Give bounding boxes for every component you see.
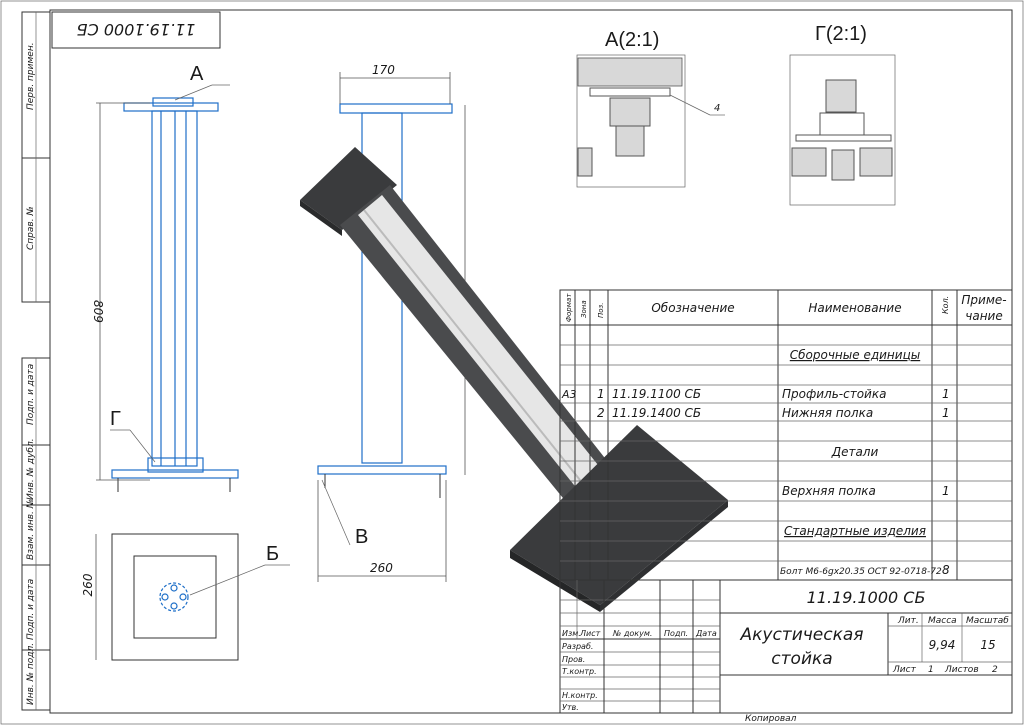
plan-view: 260 Б bbox=[81, 533, 290, 661]
title-line2: стойка bbox=[771, 649, 832, 669]
row1-qty: 1 bbox=[942, 406, 950, 420]
rev-h-1: Лист bbox=[579, 629, 601, 638]
side-view: 170 260 В bbox=[317, 63, 466, 582]
side-label-1: Справ. № bbox=[26, 206, 36, 250]
hdr-note2: чание bbox=[965, 309, 1002, 323]
mass-label: Масса bbox=[928, 616, 957, 626]
lit-label: Лит. bbox=[897, 616, 919, 626]
left-side-strip: Перв. примен. Справ. № Подп. и дата Инв.… bbox=[21, 11, 51, 711]
role-4: Н.контр. bbox=[562, 691, 598, 700]
sheets-label: Листов bbox=[944, 665, 979, 675]
detail-G: Г(2:1) bbox=[789, 23, 896, 206]
rev-h-0: Изм. bbox=[562, 629, 581, 638]
hdr-pos: Поз. bbox=[597, 303, 605, 319]
dim-base-width: 260 bbox=[370, 561, 393, 575]
role-5: Утв. bbox=[562, 703, 579, 712]
copied-label: Копировал bbox=[745, 714, 797, 724]
side-label-5: Подп. и дата bbox=[26, 579, 36, 640]
side-label-2: Подп. и дата bbox=[26, 364, 36, 425]
spec-table: Формат Зона Поз. Обозначение Наименовани… bbox=[559, 289, 1013, 581]
hdr-note1: Приме- bbox=[961, 293, 1006, 307]
front-view: 809 А Г bbox=[91, 63, 239, 492]
side-label-3: Инв. № дубл. bbox=[26, 438, 36, 500]
role-2: Т.контр. bbox=[562, 667, 597, 676]
hdr-zone: Зона bbox=[580, 300, 588, 318]
callout-A: А bbox=[190, 63, 204, 85]
hdr-name: Наименование bbox=[808, 301, 901, 315]
detail-A-pos: 4 bbox=[714, 103, 720, 114]
hdr-qty: Кол. bbox=[941, 296, 950, 314]
rotated-code-box: 11.19.1000 СБ bbox=[51, 11, 221, 49]
row3-name: Болт М6-6gх20.35 ОСТ 92-0718-72 bbox=[780, 567, 942, 577]
row2-name: Верхняя полка bbox=[782, 484, 876, 498]
row0-format: А3 bbox=[561, 388, 577, 401]
row1-pos: 2 bbox=[597, 406, 605, 420]
hdr-format: Формат bbox=[565, 293, 573, 322]
rotated-code: 11.19.1000 СБ bbox=[77, 20, 196, 39]
sheet-num: 1 bbox=[928, 665, 934, 675]
title-line1: Акустическая bbox=[739, 625, 863, 645]
role-0: Разраб. bbox=[562, 642, 593, 651]
row2-qty: 1 bbox=[942, 484, 950, 498]
section-standard: Стандартные изделия bbox=[784, 524, 926, 538]
detail-A: А(2:1) 4 bbox=[576, 29, 725, 188]
detail-G-title: Г(2:1) bbox=[815, 23, 867, 45]
scale-label: Масштаб bbox=[966, 616, 1009, 626]
section-assemblies: Сборочные единицы bbox=[790, 348, 920, 362]
mass-value: 9,94 bbox=[929, 638, 956, 652]
row0-designation: 11.19.1100 СБ bbox=[612, 387, 701, 401]
row0-name: Профиль-стойка bbox=[782, 387, 886, 401]
callout-G: Г bbox=[110, 408, 121, 430]
dim-top-width: 170 bbox=[372, 63, 395, 77]
side-label-0: Перв. примен. bbox=[26, 42, 36, 110]
hdr-designation: Обозначение bbox=[651, 301, 734, 315]
row1-designation: 11.19.1400 СБ bbox=[612, 406, 701, 420]
row0-qty: 1 bbox=[942, 387, 950, 401]
row3-qty: 8 bbox=[942, 563, 950, 577]
side-label-6: Инв. № подл. bbox=[26, 643, 36, 705]
rev-h-4: Дата bbox=[695, 629, 717, 638]
sheets-num: 2 bbox=[992, 665, 998, 675]
sheet-label: Лист bbox=[892, 665, 917, 675]
scale-value: 15 bbox=[980, 638, 995, 652]
callout-V: В bbox=[355, 526, 368, 548]
model-3d bbox=[300, 147, 728, 612]
dim-height: 809 bbox=[91, 300, 105, 323]
rev-h-2: № докум. bbox=[612, 629, 652, 638]
callout-B: Б bbox=[266, 543, 279, 565]
detail-A-title: А(2:1) bbox=[605, 29, 659, 51]
side-label-4: Взам. инв. № bbox=[26, 499, 36, 560]
row1-name: Нижняя полка bbox=[782, 406, 873, 420]
doc-code: 11.19.1000 СБ bbox=[807, 588, 926, 607]
role-1: Пров. bbox=[562, 655, 585, 664]
row0-pos: 1 bbox=[597, 387, 605, 401]
dim-plan: 260 bbox=[81, 573, 95, 596]
section-details: Детали bbox=[831, 445, 879, 459]
title-block: Изм. Лист № докум. Подп. Дата Разраб. Пр… bbox=[559, 579, 1013, 724]
rev-h-3: Подп. bbox=[664, 629, 688, 638]
